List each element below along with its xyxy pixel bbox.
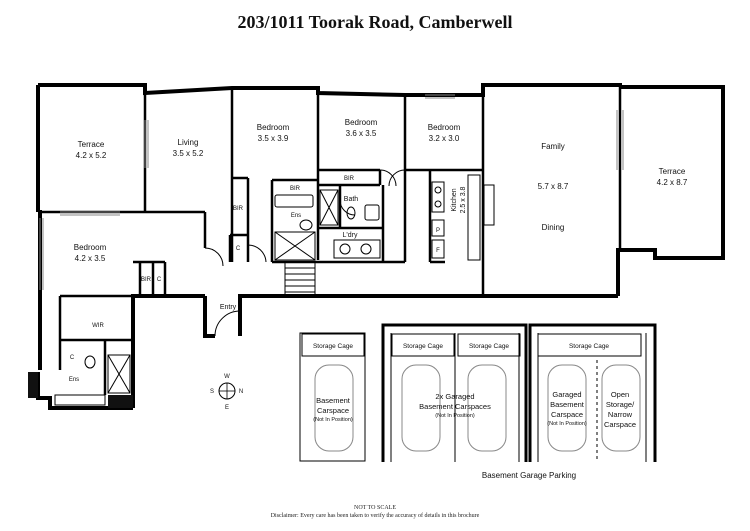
bedroom-3-label: Bedroom [428,123,461,132]
room-labels: Terrace 4.2 x 5.2 Living 3.5 x 5.2 Bedro… [69,118,688,383]
doors [204,169,406,337]
storage-cage-label: Storage Cage [403,343,443,350]
bedroom-main-label: Bedroom [74,243,107,252]
terrace-left-label: Terrace [78,140,105,149]
cupboard-label: C [236,246,241,252]
bedroom-3-dims: 3.2 x 3.0 [429,134,460,143]
wir-label: WIR [92,323,104,329]
garage-caption: Basement Garage Parking [482,471,576,480]
cupboard-label: C [157,277,162,283]
single-garage-note: (Not In Position) [547,421,587,427]
stairs [284,261,316,297]
fridge-label: F [436,248,440,254]
single-garage-label: Basement [550,400,585,409]
cupboard-label: C [70,355,75,361]
kitchen-dims: 2.5 x 3.8 [460,186,467,213]
carspace-label: Basement [316,396,351,405]
bedroom-2-label: Bedroom [345,118,378,127]
wall-block [28,372,38,398]
single-garage-label: Carspace [551,410,583,419]
terrace-right-label: Terrace [659,167,686,176]
dining-label: Dining [542,223,565,232]
laundry-label: L'dry [343,232,358,239]
bir-label: BIR [141,277,152,283]
bedroom-2-dims: 3.6 x 3.5 [346,129,377,138]
kitchen-label: Kitchen [451,188,458,211]
terrace-left-dims: 4.2 x 5.2 [76,151,107,160]
ens-label: Ens [291,213,301,219]
compass: W N E S [210,374,243,411]
storage-cage-label: Storage Cage [569,343,609,350]
car-outline [601,364,641,452]
terrace-right-dims: 4.2 x 8.7 [657,178,688,187]
family-label: Family [541,142,565,151]
compass-s: S [210,389,214,395]
double-garage-label: Basement Carspaces [419,402,491,411]
storage-cage-label: Storage Cage [313,343,353,350]
bir-label: BIR [290,186,301,192]
storage-cage-label: Storage Cage [469,343,509,350]
compass-w: W [224,374,230,380]
garage [299,323,657,462]
bedroom-1-dims: 3.5 x 3.9 [258,134,289,143]
open-storage-label: Storage/ [606,400,635,409]
bir-label: BIR [233,206,244,212]
pantry-label: P [436,228,440,234]
scale-note: NOT TO SCALE [353,505,396,511]
fixtures [54,174,495,406]
compass-n: N [239,389,243,395]
car-outline [467,364,507,452]
windows [39,94,624,290]
compass-e: E [225,405,229,411]
carspace-outline [299,332,366,462]
car-outline [401,364,441,452]
carspace-note: (Not In Position) [313,417,353,423]
ens-label: Ens [69,377,79,383]
family-dims: 5.7 x 8.7 [538,182,569,191]
living-label: Living [178,138,199,147]
bir-label: BIR [344,176,355,182]
open-storage-label: Open [611,390,629,399]
living-dims: 3.5 x 5.2 [173,149,204,158]
car-outline [547,364,587,452]
car-outline [314,364,354,452]
entry-label: Entry [220,304,237,311]
double-garage-note: (Not In Position) [435,413,475,419]
disclaimer: Disclaimer: Every care has been taken to… [270,513,480,519]
garage-labels: Storage Cage Storage Cage Storage Cage S… [313,343,636,480]
carspace-label: Carspace [317,406,349,415]
wall-block [108,395,133,408]
open-storage-label: Narrow [608,410,633,419]
double-garage-label: 2x Garaged [435,392,474,401]
bedroom-1-label: Bedroom [257,123,290,132]
bath-label: Bath [344,196,359,203]
single-garage-label: Garaged [552,390,581,399]
bedroom-main-dims: 4.2 x 3.5 [75,254,106,263]
open-storage-label: Carspace [604,420,636,429]
plan-title: 203/1011 Toorak Road, Camberwell [237,12,513,32]
